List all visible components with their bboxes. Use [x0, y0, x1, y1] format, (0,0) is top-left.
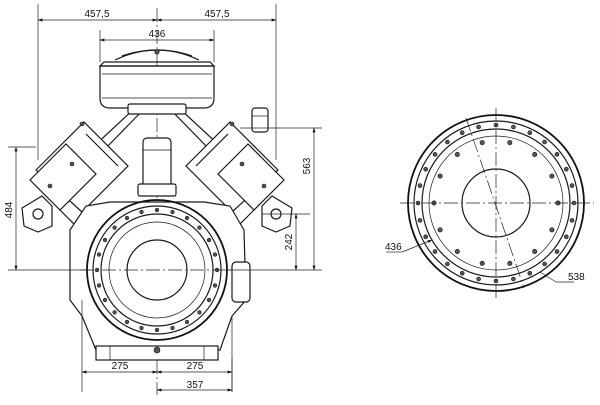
- flange-inner-bolt: [479, 260, 485, 266]
- housing-bolt: [154, 327, 160, 333]
- flange-bolt: [563, 234, 569, 240]
- leader-538: [539, 271, 557, 283]
- flange-bolt: [554, 249, 560, 254]
- dim-bottom-overall: 357: [187, 380, 204, 391]
- dim-top-left: 457,5: [84, 9, 109, 20]
- flange-bolt: [511, 124, 516, 130]
- flange-inner-bolt: [549, 227, 555, 233]
- housing-bolt: [197, 310, 202, 315]
- housing-bolt: [154, 207, 160, 213]
- flange-bolt: [417, 183, 423, 188]
- flange-bolt: [527, 130, 533, 135]
- housing-bolt: [102, 297, 108, 303]
- flange-bolt: [459, 130, 465, 135]
- dim-outer-diameter: 538: [568, 272, 585, 283]
- flange-inner-bolt: [532, 152, 538, 158]
- flange-inner-bolt: [507, 260, 513, 266]
- housing-bolt: [124, 319, 130, 325]
- housing-bolt: [170, 209, 175, 215]
- flange-bolt: [511, 276, 516, 282]
- flange-bolt: [445, 139, 450, 145]
- flange-inner-bolt: [479, 140, 485, 146]
- housing-bolt: [139, 325, 144, 331]
- flange-inner-bolt: [532, 249, 538, 255]
- housing-bolt: [112, 225, 117, 230]
- front-view: 457,5 457,5 436 484 563 242 275 275 357: [4, 4, 322, 395]
- flange-bolt: [569, 183, 575, 188]
- flange-bolt: [542, 261, 547, 267]
- flange-inner-bolt: [437, 173, 443, 179]
- housing-bolt: [139, 209, 144, 215]
- flange-view: 436 538: [385, 108, 594, 298]
- dim-right-height-upper: 563: [302, 157, 313, 174]
- housing-bolt: [102, 237, 108, 243]
- front-dimensions: [8, 4, 322, 392]
- flange-inner-bolt: [507, 140, 513, 146]
- dim-inner-diameter: 436: [385, 242, 402, 253]
- central-pump: [137, 137, 177, 197]
- flange-inner-bolt: [454, 249, 460, 255]
- flange-bolt: [417, 218, 423, 223]
- flange-bolt: [459, 270, 465, 276]
- flange-bolt: [554, 152, 560, 157]
- flange-bolt: [432, 249, 438, 254]
- housing-bolt: [206, 297, 212, 303]
- flange-inner-bolt: [549, 173, 555, 179]
- dim-filter-width: 436: [149, 29, 166, 40]
- air-filter: [98, 49, 216, 109]
- housing-bolt: [124, 215, 130, 221]
- left-cylinder-bank: [21, 121, 129, 233]
- crankcase: [69, 201, 251, 361]
- housing-bolt: [96, 252, 102, 257]
- dim-bottom-left: 275: [112, 361, 129, 372]
- flange-inner-bolt: [454, 152, 460, 158]
- housing-bolt: [96, 283, 102, 288]
- front-dimension-labels: 457,5 457,5 436 484 563 242 275 275 357: [4, 9, 313, 391]
- dim-left-height: 484: [4, 201, 15, 218]
- housing-bolt: [212, 252, 218, 257]
- dim-top-right: 457,5: [204, 9, 229, 20]
- dim-bottom-right: 275: [187, 361, 204, 372]
- flange-bolt: [423, 166, 429, 172]
- flange-inner-bolt: [437, 227, 443, 233]
- housing-bolt: [184, 319, 190, 325]
- flange-bolt: [476, 276, 481, 282]
- housing-bolt: [112, 310, 117, 315]
- flange-bolt: [423, 234, 429, 240]
- flange-bolt: [542, 139, 547, 145]
- flange-bolt: [432, 152, 438, 157]
- housing-bolt: [197, 225, 202, 230]
- housing-bolt: [212, 283, 218, 288]
- intake-manifold: [91, 103, 223, 151]
- flange-bolt: [527, 270, 533, 276]
- dim-right-height-lower: 242: [284, 233, 295, 250]
- housing-bolt: [170, 325, 175, 331]
- flange-bolt: [445, 261, 450, 267]
- flange-bolt: [569, 218, 575, 223]
- housing-bolt: [184, 215, 190, 221]
- housing-bolt: [206, 237, 212, 243]
- flange-bolt: [476, 124, 481, 130]
- flange-bolt: [563, 166, 569, 172]
